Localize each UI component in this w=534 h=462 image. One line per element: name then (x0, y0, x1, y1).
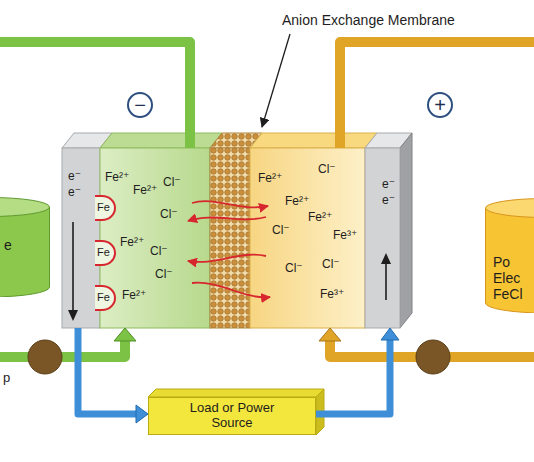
polarity-sign: + (434, 95, 446, 115)
ion-label: Fe²⁺ (105, 171, 129, 185)
electron-flow-arrowhead (68, 310, 78, 321)
electrode-face (62, 148, 100, 328)
ion-label: Cl⁻ (160, 208, 178, 222)
tank-label: Po Elec FeCl (493, 254, 531, 302)
half-cell-face (100, 148, 210, 328)
ion-label: Cl⁻ (322, 258, 340, 272)
external-wire (316, 340, 390, 414)
negative-half-cell: Fe²⁺Fe²⁺Cl⁻Cl⁻Fe²⁺Cl⁻Cl⁻Fe²⁺ (100, 148, 210, 328)
ion-label: Cl⁻ (318, 163, 336, 177)
callout-label: Anion Exchange Membrane (282, 12, 455, 28)
ion-flow-arrow (188, 217, 266, 221)
electrolyte-pipe (0, 42, 190, 197)
membrane (210, 148, 250, 328)
electrode-side (400, 133, 412, 328)
iron-deposit: Fe (92, 240, 118, 266)
electrode-face (365, 148, 400, 328)
electron-label: e⁻ (68, 170, 81, 184)
electron-flow-arrow (72, 222, 74, 312)
half-cell-top (100, 133, 222, 148)
tank-body (486, 208, 534, 313)
ion-label: Cl⁻ (155, 268, 173, 282)
pump-label: p (3, 371, 10, 386)
electrolyte-tank: e (0, 197, 50, 297)
pump-symbol (28, 340, 62, 374)
polarity-sign: − (134, 95, 146, 115)
ion-label: Cl⁻ (272, 224, 290, 238)
iron-deposit: Fe (92, 285, 118, 311)
ion-label: Fe³⁺ (320, 288, 344, 302)
iron-label: Fe (97, 291, 110, 304)
ion-label: Cl⁻ (285, 262, 303, 276)
ion-label: Fe²⁺ (122, 289, 146, 303)
terminal-sign: + (427, 92, 453, 118)
iron-deposit-outline (95, 286, 115, 310)
ion-label: Fe²⁺ (133, 184, 157, 198)
electron-flow-arrow (385, 262, 387, 300)
electrode-plate: e⁻ e⁻ (365, 148, 400, 328)
ion-label: Fe²⁺ (258, 172, 282, 186)
load-box-top (148, 389, 324, 397)
tank-label: e (4, 237, 12, 253)
electrolyte-pipe (340, 42, 534, 198)
ion-label: Cl⁻ (163, 176, 181, 190)
ion-label: Cl⁻ (150, 245, 168, 259)
ion-flow-arrow (192, 201, 268, 207)
positive-half-cell: Fe²⁺Cl⁻Fe²⁺Fe²⁺Cl⁻Fe³⁺Cl⁻Cl⁻Fe³⁺ (250, 148, 365, 328)
iron-deposit-outline (95, 241, 115, 265)
ion-label: Fe²⁺ (308, 211, 332, 225)
terminal-sign: − (127, 92, 153, 118)
ion-flow-arrow (192, 283, 270, 298)
external-wire (78, 328, 136, 414)
half-cell-face (250, 148, 365, 328)
ion-label: Fe²⁺ (285, 195, 309, 209)
ion-label: Fe³⁺ (333, 229, 357, 243)
pump-symbol (416, 340, 450, 374)
iron-label: Fe (97, 201, 110, 214)
load-label: Load or Power Source (182, 401, 282, 431)
tank-top (486, 199, 534, 218)
iron-label: Fe (97, 246, 110, 259)
electron-label: e⁻ (382, 178, 395, 192)
electron-flow-arrowhead (381, 253, 391, 264)
electrolyte-tank: Po Elec FeCl (485, 198, 534, 313)
ion-label: Fe²⁺ (120, 236, 144, 250)
electron-label: e⁻ (68, 186, 81, 200)
tank-body (0, 207, 50, 297)
electrode-plate: e⁻ e⁻ (62, 148, 100, 328)
electron-label: e⁻ (382, 194, 395, 208)
tank-top (0, 198, 50, 217)
iron-deposit-outline (95, 196, 115, 220)
half-cell-top (250, 133, 377, 148)
iron-deposit: Fe (92, 195, 118, 221)
leader-line (262, 34, 290, 127)
ion-flow-arrow (188, 255, 266, 262)
load-box: Load or Power Source (148, 397, 316, 435)
